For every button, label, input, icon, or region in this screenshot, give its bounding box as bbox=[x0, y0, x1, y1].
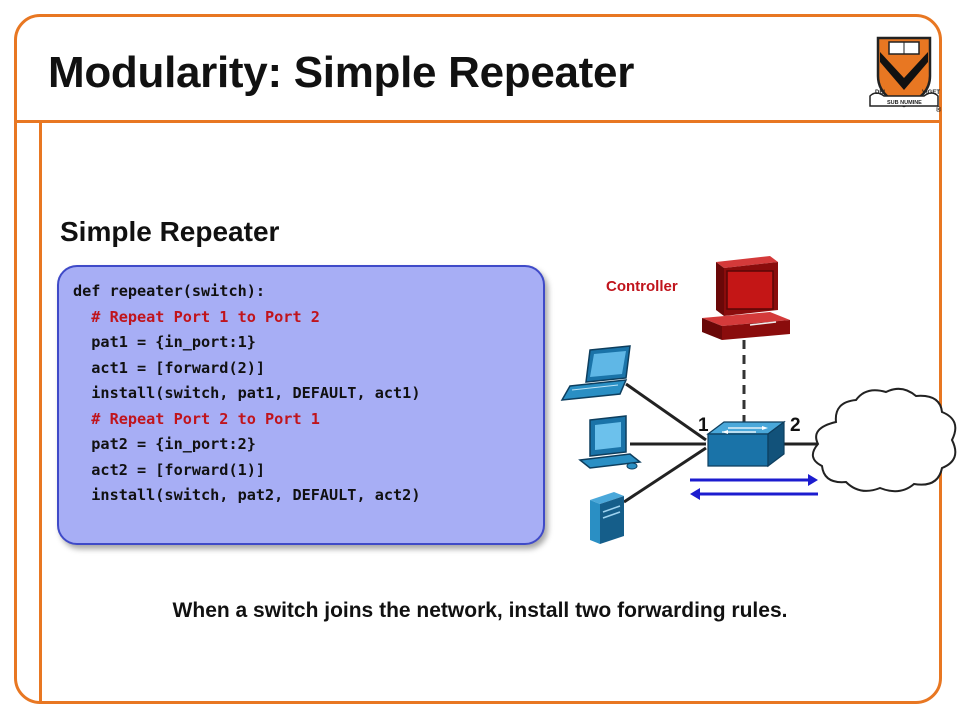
motto-top-right: VIGET bbox=[922, 90, 940, 96]
laptop-icon bbox=[560, 345, 631, 401]
controller-computer-icon bbox=[702, 256, 790, 340]
motto-top-left: DEI bbox=[875, 90, 885, 96]
code-comment-line: # Repeat Port 2 to Port 1 bbox=[73, 409, 320, 428]
switch-icon bbox=[706, 420, 786, 468]
code-comment-line: # Repeat Port 1 to Port 2 bbox=[73, 307, 320, 326]
slide-title: Modularity: Simple Repeater bbox=[48, 48, 635, 97]
code-line: pat2 = {in_port:2} bbox=[73, 435, 256, 453]
registered-mark: ® bbox=[936, 106, 942, 114]
desktop-icon bbox=[578, 415, 642, 470]
code-line: act1 = [forward(2)] bbox=[73, 358, 266, 377]
princeton-shield-logo: DEI VIGET SUB NUMINE ® bbox=[869, 36, 942, 114]
code-line: def repeater(switch): bbox=[73, 282, 266, 300]
controller-label: Controller bbox=[606, 278, 678, 295]
arrow-left-head bbox=[690, 488, 700, 500]
code-line: act2 = [forward(1)] bbox=[73, 460, 266, 479]
motto-bottom: SUB NUMINE bbox=[887, 100, 922, 106]
laptop-link bbox=[625, 382, 707, 442]
server-icon bbox=[590, 492, 624, 544]
server-link bbox=[623, 446, 707, 504]
title-divider bbox=[16, 120, 942, 123]
forward-arrows bbox=[690, 474, 818, 500]
arrow-right-head bbox=[808, 474, 818, 486]
section-heading: Simple Repeater bbox=[60, 216, 280, 247]
port-1-label: 1 bbox=[698, 415, 709, 436]
slide-frame bbox=[14, 14, 942, 704]
network-diagram: Controller 1 2 bbox=[560, 256, 957, 544]
code-line: install(switch, pat1, DEFAULT, act1) bbox=[73, 384, 421, 402]
code-line: pat1 = {in_port:1} bbox=[73, 333, 256, 351]
shield-chevron bbox=[880, 52, 928, 90]
port-2-label: 2 bbox=[790, 415, 801, 436]
slide-caption: When a switch joins the network, install… bbox=[172, 599, 788, 622]
side-divider bbox=[39, 122, 42, 704]
code-line: install(switch, pat2, DEFAULT, act2) bbox=[73, 486, 421, 504]
code-block: def repeater(switch): # Repeat Port 1 to… bbox=[57, 265, 545, 545]
shield-ribbon bbox=[869, 92, 939, 107]
cloud-icon bbox=[811, 387, 957, 493]
